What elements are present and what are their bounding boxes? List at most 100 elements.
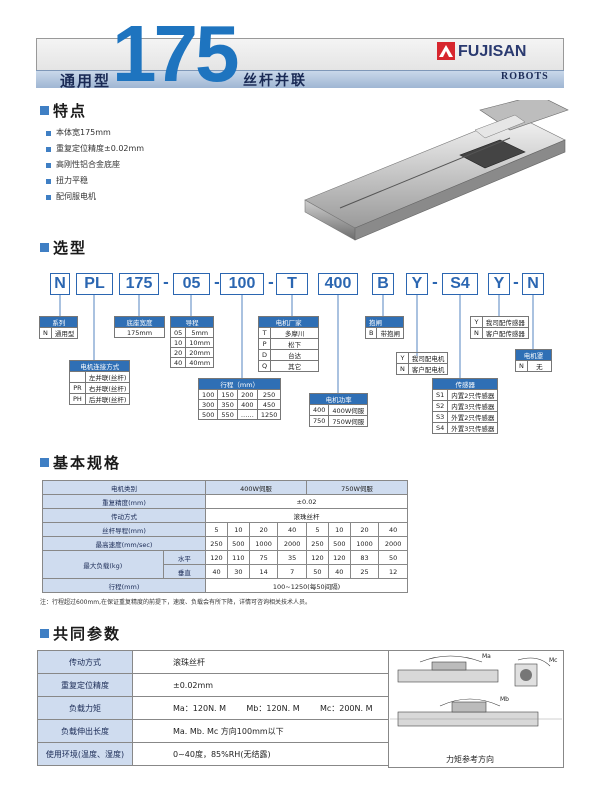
- spec-value: 100~1250(每50间隔): [205, 578, 408, 593]
- stroke-value: 100: [197, 389, 219, 400]
- option-code: S3: [431, 411, 449, 423]
- stroke-value: 1250: [256, 409, 282, 420]
- option-label: 20mm: [185, 347, 215, 358]
- stroke-value: 350: [217, 399, 238, 410]
- option-code: P: [257, 338, 272, 350]
- moment-direction-diagram: [390, 655, 562, 727]
- spec-label: 重复精度(mm): [41, 494, 207, 509]
- spec-value: 120: [327, 550, 351, 565]
- bullet-icon: [46, 131, 51, 136]
- base-width-value: 175mm: [114, 327, 165, 338]
- spec-value: 120: [305, 550, 329, 565]
- option-code: T: [257, 327, 272, 339]
- option-code: N: [396, 363, 409, 375]
- code-series: N: [50, 273, 70, 295]
- option-code: Q: [257, 360, 272, 372]
- stroke-value: 500: [197, 409, 219, 420]
- spec-value: 83: [349, 550, 380, 565]
- spec-value: 10: [226, 522, 250, 537]
- spec-value: 2000: [378, 536, 408, 551]
- code-motor-source: Y: [406, 273, 428, 295]
- bullet-icon: [46, 163, 51, 168]
- common-title: 共同参数: [53, 625, 122, 643]
- param-label: 重复定位精度: [37, 673, 133, 697]
- option-code: PR: [69, 382, 86, 394]
- spec-value: 40: [205, 564, 228, 579]
- option-label: 松下: [270, 338, 320, 350]
- option-label: 我司配电机: [407, 352, 449, 364]
- option-label: 40mm: [185, 357, 215, 368]
- param-label: 负载伸出长度: [37, 719, 133, 743]
- stroke-value: 200: [236, 389, 258, 400]
- code-base-width: 175: [119, 273, 159, 295]
- code-dash: -: [268, 275, 274, 291]
- code-motor-connection: PL: [76, 273, 113, 295]
- option-label: 后并联(丝杆): [84, 393, 131, 405]
- spec-value: 5: [205, 522, 228, 537]
- option-label: 内置2只传感器: [447, 389, 499, 401]
- spec-value: 7: [277, 564, 307, 579]
- option-label: 400W伺服: [328, 404, 369, 416]
- spec-value: 120: [205, 550, 228, 565]
- spec-value: 500: [327, 536, 351, 551]
- option-label: 带抱闸: [376, 327, 404, 339]
- spec-value: 20: [248, 522, 279, 537]
- param-label: 传动方式: [37, 650, 133, 674]
- spec-value: 40: [327, 564, 351, 579]
- stroke-value: 250: [256, 389, 282, 400]
- option-code: S2: [431, 400, 449, 412]
- option-label: 通用型: [50, 327, 79, 339]
- stroke-value: 150: [217, 389, 238, 400]
- code-dash: -: [432, 275, 438, 291]
- spec-value: 35: [277, 550, 307, 565]
- spec-label: 行程(mm): [41, 578, 207, 593]
- option-label: 我司配传感器: [481, 316, 529, 328]
- option-code: N: [515, 360, 528, 372]
- spec-value: 20: [349, 522, 380, 537]
- spec-value: 50: [305, 564, 329, 579]
- feature-item: 本体宽175mm: [56, 128, 111, 137]
- spec-note: 注：行程超过600mm,在保证重复精度的前提下，速度、负载会有所下降，详情可咨询…: [40, 599, 312, 606]
- option-code: D: [257, 349, 272, 361]
- stroke-value: 550: [217, 409, 238, 420]
- stroke-value: 450: [256, 399, 282, 410]
- param-value: ±0.02mm: [132, 673, 389, 697]
- header-left-title: 通用型: [60, 72, 112, 90]
- spec-value: 110: [226, 550, 250, 565]
- option-label: 多摩川: [270, 327, 320, 339]
- spec-label: 最大负载(kg): [42, 550, 164, 579]
- option-label: 左并联(丝杆): [84, 371, 131, 383]
- option-label: 外置2只传感器: [447, 411, 499, 423]
- bullet-icon: [46, 147, 51, 152]
- param-value: Ma：120N. M Mb：120N. M Mc：200N. M: [132, 696, 389, 720]
- option-code: 40: [169, 357, 187, 368]
- option-code: N: [39, 327, 52, 339]
- spec-value: 2000: [277, 536, 307, 551]
- option-code: 400: [308, 404, 330, 416]
- option-label: 客户配电机: [407, 363, 449, 375]
- option-code: 05: [169, 327, 187, 338]
- spec-value: 1000: [248, 536, 279, 551]
- selection-connectors: [59, 295, 534, 393]
- features-title: 特点: [53, 102, 88, 120]
- moment-diagram-panel: [388, 650, 564, 768]
- spec-label: 电机类别: [41, 480, 207, 495]
- stroke-value: ……: [236, 409, 258, 420]
- spec-value: 250: [305, 536, 329, 551]
- section-marker-icon: [40, 243, 49, 252]
- param-value: 滚珠丝杆: [132, 650, 389, 674]
- spec-value: ±0.02: [205, 494, 408, 509]
- code-dash: -: [214, 275, 220, 291]
- spec-value: 25: [349, 564, 380, 579]
- series-title: 系列: [38, 316, 79, 328]
- option-label: 其它: [270, 360, 320, 372]
- spec-value: 1000: [349, 536, 380, 551]
